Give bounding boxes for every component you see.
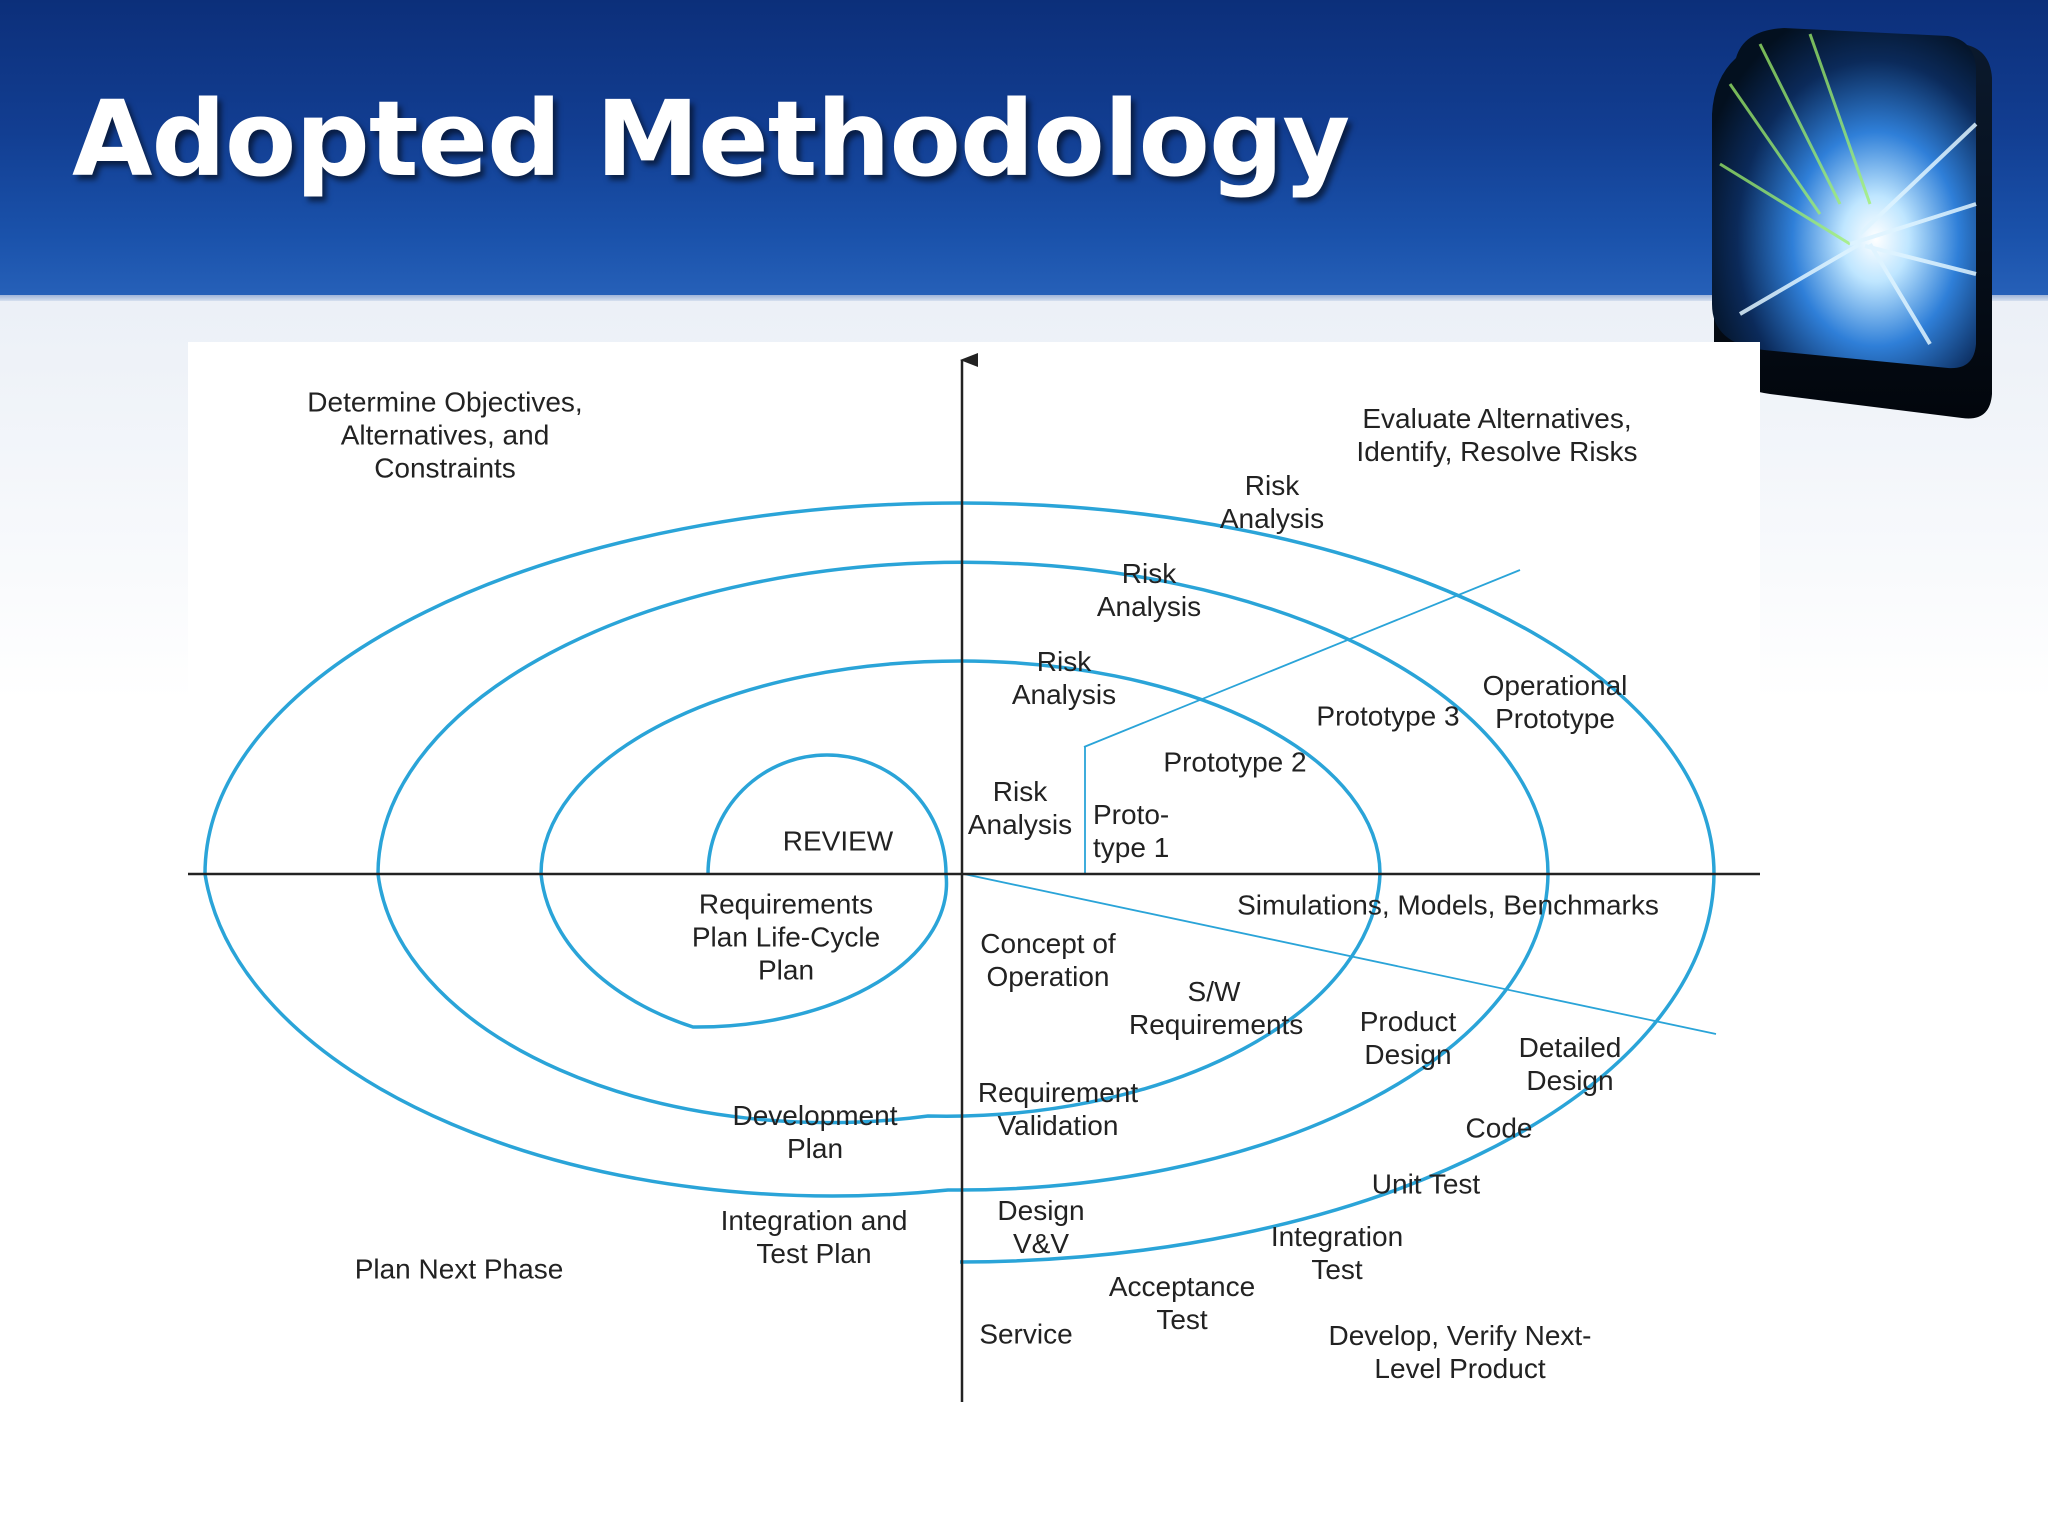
service-label: Service — [979, 1318, 1073, 1350]
spiral-loop-3 — [203, 560, 1550, 1198]
design-vv-label: Design V&V — [997, 1195, 1085, 1259]
unit-test-label: Unit Test — [1371, 1168, 1481, 1200]
risk-analysis-label-2: Risk Analysis — [1011, 646, 1117, 710]
detailed-design-label: Detailed Design — [1518, 1032, 1622, 1096]
simulation-divider — [963, 873, 1717, 1035]
spiral-model-diagram: Determine Objectives, Alternatives, and … — [188, 342, 1760, 1422]
slide-title: Adopted Methodology — [72, 78, 1350, 200]
development-plan-label: Development Plan — [732, 1100, 898, 1164]
risk-analysis-label-outer: Risk Analysis — [1219, 470, 1325, 534]
acceptance-test-label: Acceptance Test — [1108, 1271, 1256, 1335]
title-banner — [0, 0, 2048, 295]
simulations-label: Simulations, Models, Benchmarks — [1237, 889, 1659, 921]
banner-divider — [0, 295, 2048, 301]
spiral-graphic — [188, 353, 1760, 1402]
light-burst-cube-icon — [1712, 28, 1992, 419]
operational-prototype-label: Operational Prototype — [1482, 670, 1628, 734]
quadrant-label-objectives: Determine Objectives, Alternatives, and … — [307, 386, 583, 484]
prototype-divider — [1083, 569, 1521, 748]
quadrant-label-plan-next-phase: Plan Next Phase — [354, 1253, 564, 1285]
sw-requirements-label: S/W Requirements — [1129, 976, 1304, 1040]
review-label: REVIEW — [782, 825, 894, 857]
integration-test-label: Integration Test — [1270, 1221, 1404, 1285]
prototype-2-label: Prototype 2 — [1163, 746, 1307, 778]
risk-analysis-label-3: Risk Analysis — [1096, 558, 1202, 622]
quadrant-label-develop-verify: Develop, Verify Next-Level Product — [1328, 1320, 1592, 1384]
prototype-3-label: Prototype 3 — [1316, 700, 1460, 732]
requirements-plan-label: Requirements Plan Life-Cycle Plan — [691, 888, 881, 986]
product-design-label: Product Design — [1359, 1006, 1457, 1070]
integration-test-plan-label: Integration and Test Plan — [720, 1205, 908, 1269]
concept-of-operation-label: Concept of Operation — [980, 928, 1116, 992]
requirement-validation-label: Requirement Validation — [977, 1077, 1139, 1141]
risk-analysis-label-inner: Risk Analysis — [967, 776, 1073, 840]
code-label: Code — [1465, 1112, 1533, 1144]
spiral-loop-4 — [203, 501, 1716, 1264]
quadrant-label-evaluate: Evaluate Alternatives, Identify, Resolve… — [1356, 403, 1638, 467]
spiral-loop-1 — [539, 753, 949, 1029]
prototype-1-label: Proto- type 1 — [1093, 799, 1170, 863]
spiral-loop-2 — [376, 659, 1382, 1125]
